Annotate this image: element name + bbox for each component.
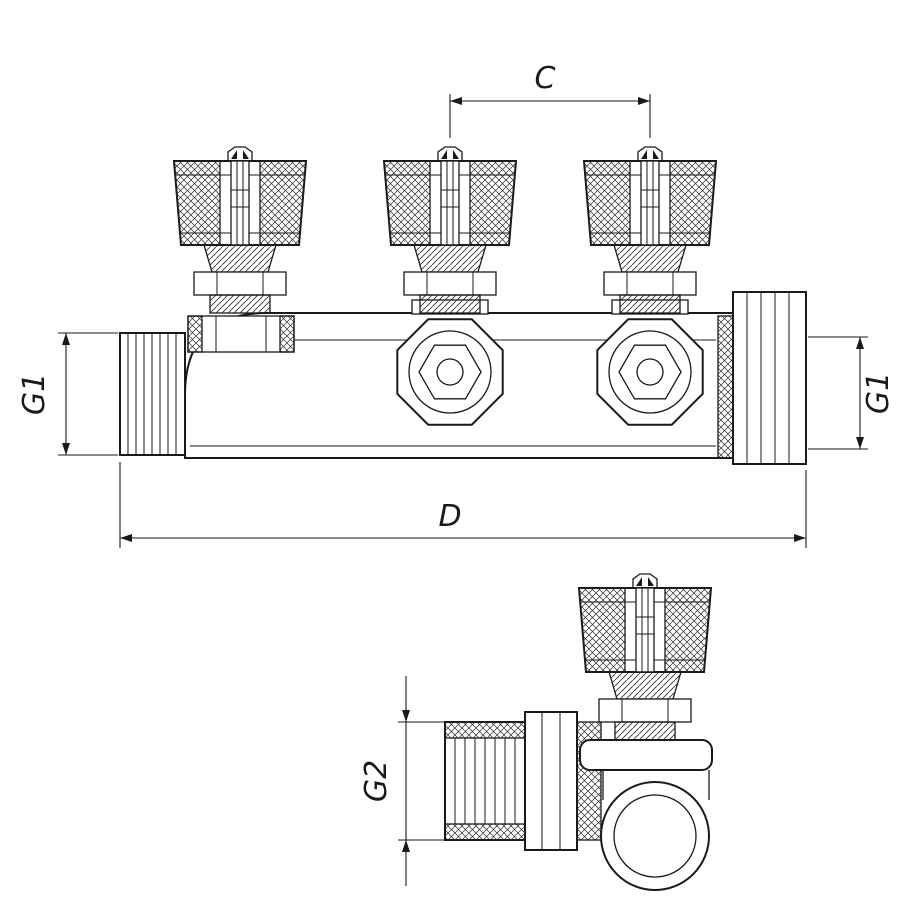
side-view: G2 — [359, 573, 713, 891]
dimension-label-c: C — [535, 61, 556, 96]
elbow-port-inner — [613, 794, 697, 878]
elbow-flange — [579, 739, 713, 771]
valve-1 — [173, 146, 307, 314]
outlet-fitting-2 — [596, 318, 704, 426]
left-thread-connector — [119, 332, 186, 456]
dimension-c: C — [449, 61, 651, 138]
dimension-label-g1-right: G1 — [861, 372, 896, 414]
compression-fitting — [444, 711, 602, 851]
dimension-label-g2: G2 — [359, 760, 394, 802]
fitting-nut — [524, 711, 578, 851]
valve-4 — [578, 573, 712, 741]
right-seal-ring — [717, 315, 734, 459]
dimension-label-d: D — [438, 499, 461, 534]
right-union-nut — [732, 291, 807, 465]
valve-3 — [583, 146, 717, 314]
front-view: C G1 G1 D — [17, 61, 896, 548]
elbow-body — [579, 739, 713, 891]
outlet-fitting-1 — [396, 318, 504, 426]
dimension-g1-right: G1 — [808, 336, 896, 450]
dimension-g2: G2 — [359, 676, 452, 886]
valve1-base-nut — [187, 315, 295, 353]
dimension-g1-left: G1 — [17, 332, 118, 456]
valve-2 — [383, 146, 517, 314]
dimension-label-g1-left: G1 — [17, 373, 52, 415]
dimension-d: D — [119, 462, 807, 548]
